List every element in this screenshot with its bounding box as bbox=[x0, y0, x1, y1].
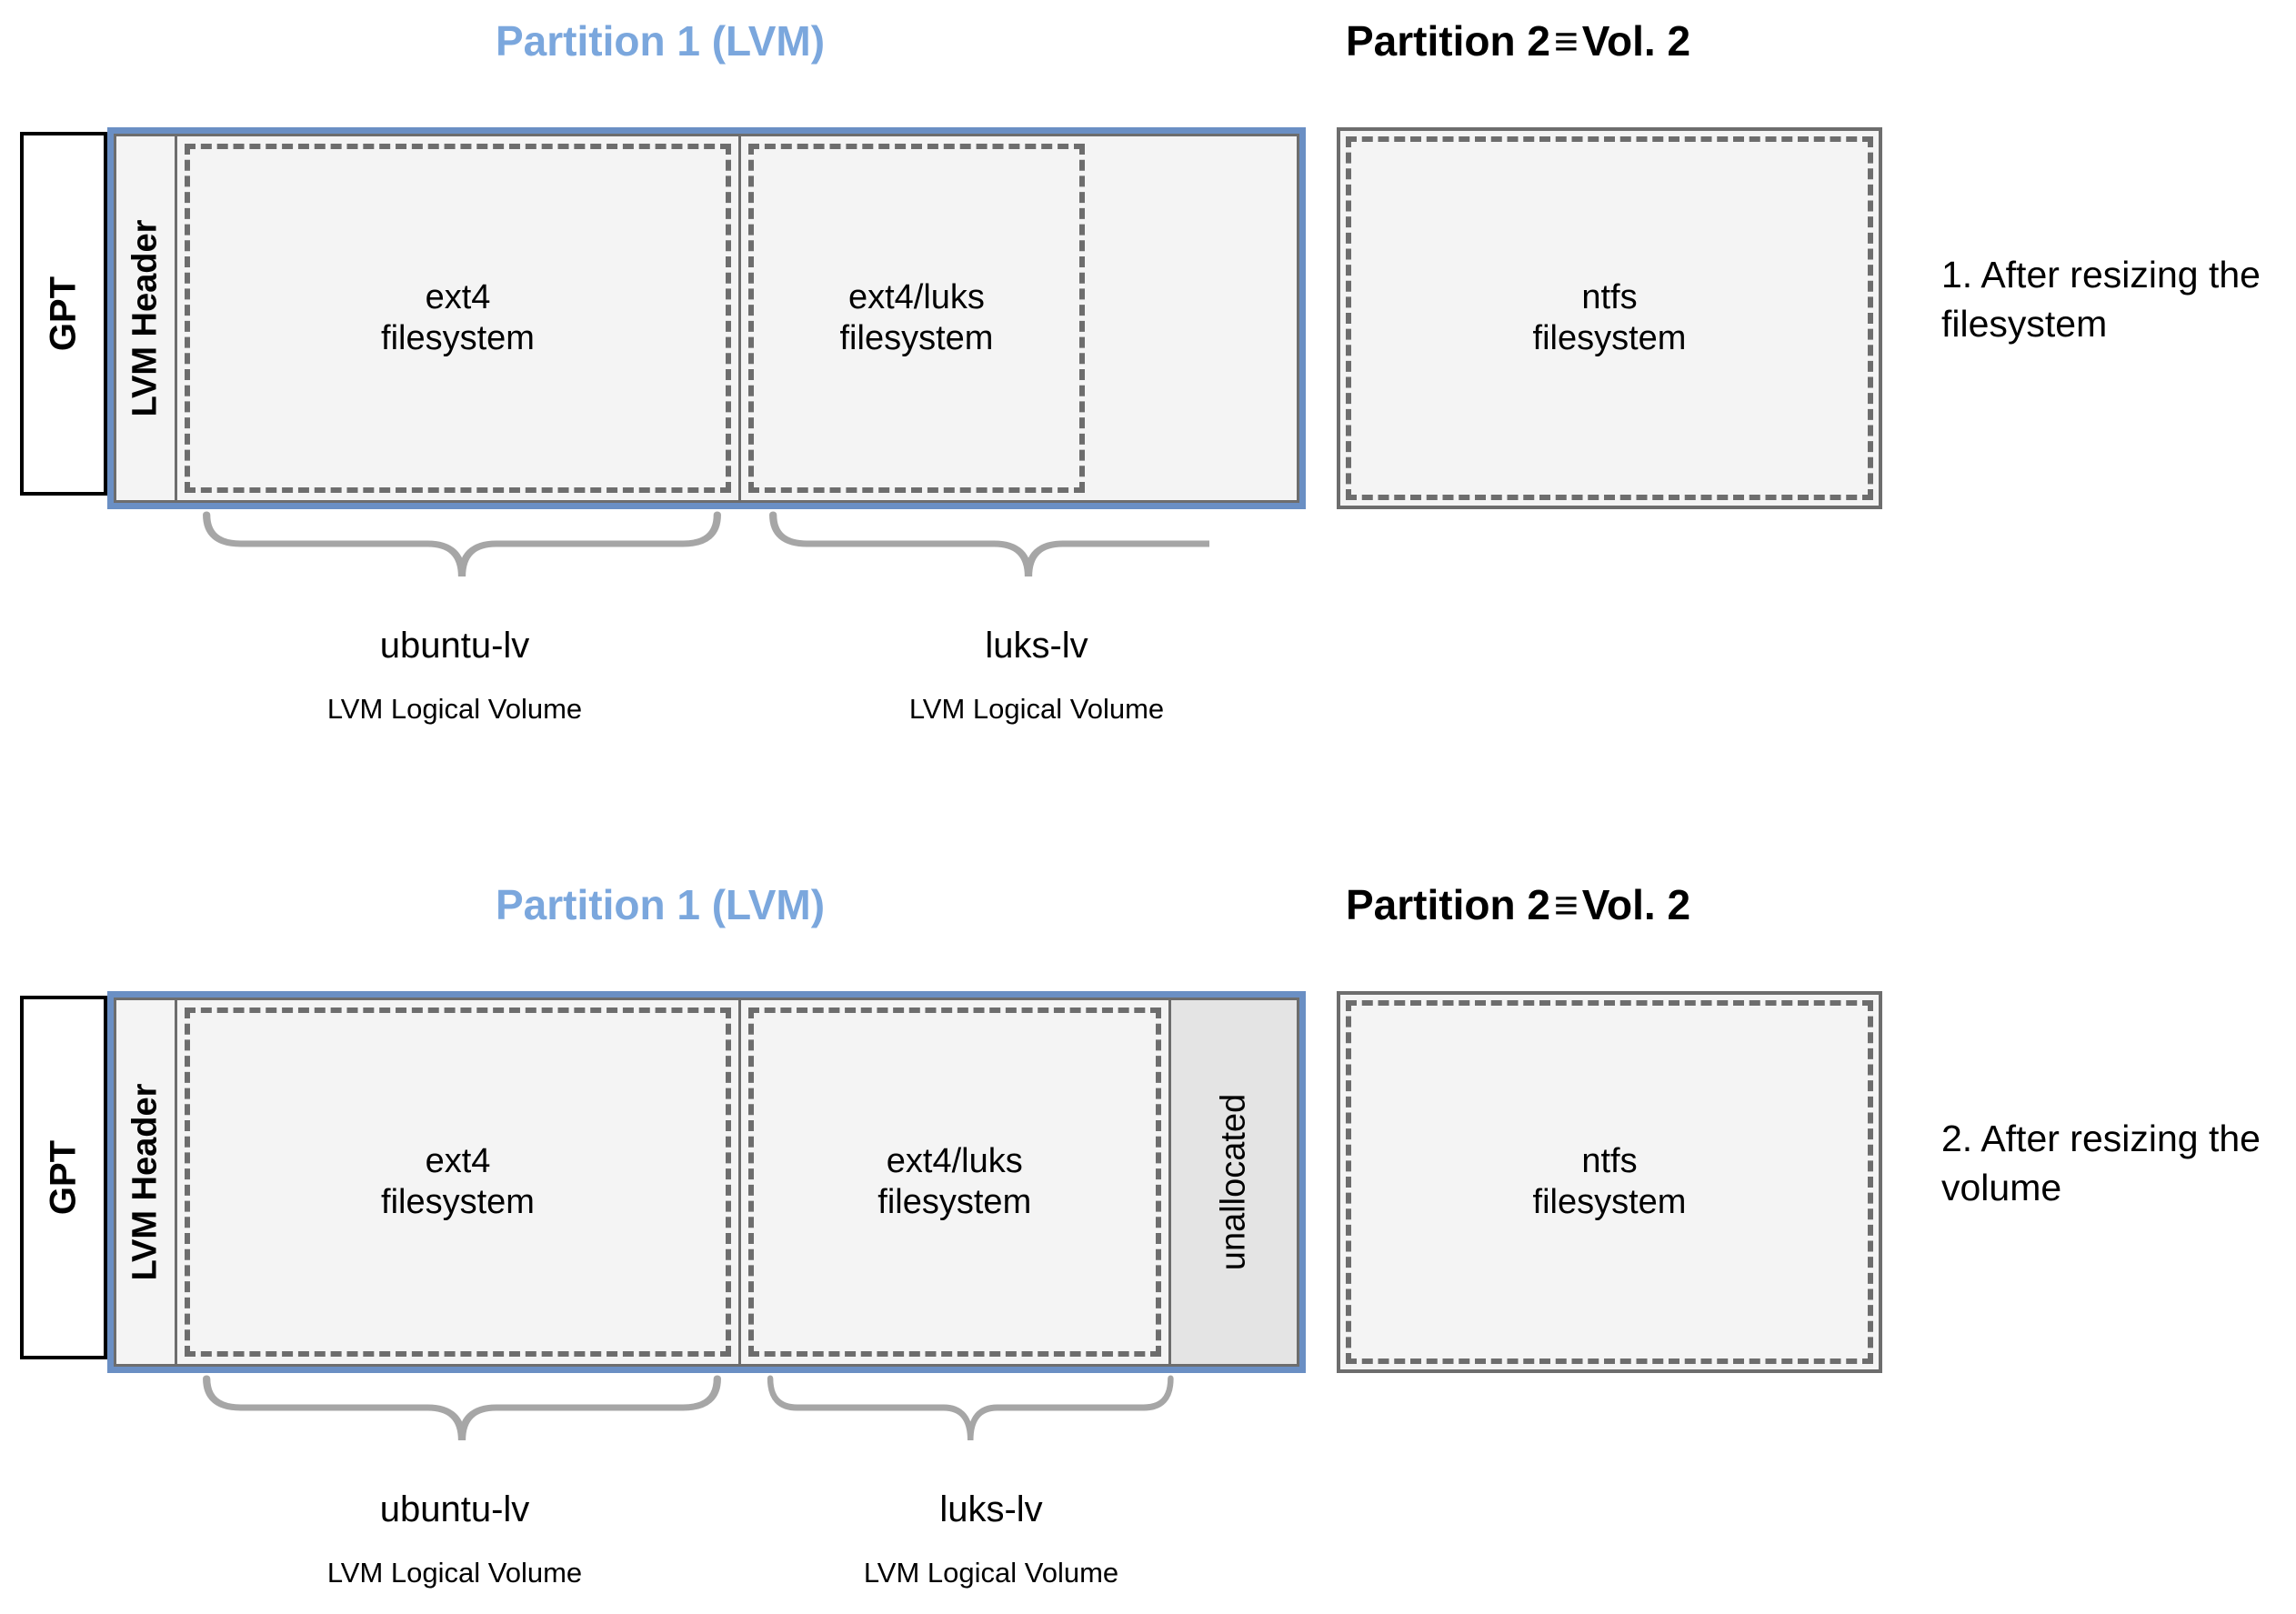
partition-2-title-left: Partition 2 bbox=[1346, 17, 1550, 65]
lv-name: luks-lv bbox=[985, 626, 1088, 666]
filesystem-label: ext4 filesystem bbox=[381, 278, 535, 357]
partition-1-lvm: LVM Header ext4 filesystem ext4/luks fil… bbox=[107, 991, 1306, 1373]
logical-volume-luks-lv: ext4/luks filesystem bbox=[737, 134, 1299, 503]
brace-luks-lv-icon bbox=[767, 1375, 1174, 1441]
partition-1-title: Partition 1 (LVM) bbox=[496, 880, 825, 929]
partition-1-title-text: Partition 1 (LVM) bbox=[496, 17, 826, 65]
gpt-label: GPT bbox=[43, 276, 84, 352]
filesystem-label: ext4 filesystem bbox=[381, 1142, 535, 1221]
filesystem-label: ext4/luks filesystem bbox=[839, 278, 994, 357]
filesystem-label: ntfs filesystem bbox=[1532, 1142, 1687, 1221]
filesystem-label: ext4/luks filesystem bbox=[877, 1142, 1032, 1221]
brace-luks-lv-icon bbox=[769, 511, 1288, 577]
diagram-stage-2: Partition 1 (LVM) Partition 2≡Vol. 2 GPT… bbox=[0, 864, 2296, 1614]
identical-to-icon: ≡ bbox=[1553, 17, 1579, 65]
diagram-stage-1: Partition 1 (LVM) Partition 2≡Vol. 2 GPT… bbox=[0, 16, 2261, 723]
lvm-header-block: LVM Header bbox=[114, 134, 177, 503]
partition-2-title-right: Vol. 2 bbox=[1581, 881, 1691, 928]
filesystem-label: ntfs filesystem bbox=[1532, 278, 1687, 357]
lv-subtitle: LVM Logical Volume bbox=[326, 1557, 583, 1589]
partition-1-title-text: Partition 1 (LVM) bbox=[496, 881, 826, 928]
lv-caption-luks-lv: luks-lv LVM Logical Volume bbox=[764, 627, 1309, 723]
lv-subtitle: LVM Logical Volume bbox=[863, 1557, 1119, 1589]
lv-caption-ubuntu-lv: ubuntu-lv LVM Logical Volume bbox=[182, 1491, 727, 1587]
partition-2-title-right: Vol. 2 bbox=[1581, 17, 1691, 65]
partition-1-lvm: LVM Header ext4 filesystem ext4/luks fil… bbox=[107, 127, 1306, 509]
logical-volume-ubuntu-lv: ext4 filesystem bbox=[175, 134, 741, 503]
gpt-box: GPT bbox=[20, 132, 107, 496]
partition-2-title: Partition 2≡Vol. 2 bbox=[1346, 880, 1690, 929]
lv-name: ubuntu-lv bbox=[379, 626, 530, 666]
lv-caption-luks-lv: luks-lv LVM Logical Volume bbox=[718, 1491, 1264, 1587]
partition-2-title-left: Partition 2 bbox=[1346, 881, 1550, 928]
lv-subtitle: LVM Logical Volume bbox=[908, 693, 1165, 725]
logical-volume-luks-lv: ext4/luks filesystem bbox=[737, 997, 1171, 1367]
logical-volume-ubuntu-lv: ext4 filesystem bbox=[175, 997, 741, 1367]
filesystem-ext4-luks: ext4/luks filesystem bbox=[747, 1007, 1161, 1357]
lv-subtitle: LVM Logical Volume bbox=[326, 693, 583, 725]
filesystem-ntfs: ntfs filesystem bbox=[1346, 1000, 1873, 1364]
lv-braces bbox=[0, 1373, 1209, 1459]
lv-name: luks-lv bbox=[939, 1489, 1043, 1529]
gpt-box: GPT bbox=[20, 996, 107, 1359]
brace-ubuntu-lv-icon bbox=[203, 1375, 721, 1441]
brace-ubuntu-lv-icon bbox=[203, 511, 721, 577]
filesystem-ntfs: ntfs filesystem bbox=[1346, 136, 1873, 500]
identical-to-icon: ≡ bbox=[1553, 881, 1579, 928]
lvm-header-label: LVM Header bbox=[125, 1083, 165, 1281]
partition-2-ntfs: ntfs filesystem bbox=[1337, 127, 1882, 509]
stage-note-2: 2. After resizing the volume bbox=[1941, 1118, 2261, 1209]
filesystem-ext4-luks: ext4/luks filesystem bbox=[747, 144, 1085, 493]
brace-group-icon bbox=[203, 511, 1288, 577]
partition-1-title: Partition 1 (LVM) bbox=[496, 16, 825, 65]
stage-note-1: 1. After resizing the filesystem bbox=[1941, 254, 2261, 346]
unallocated-block: unallocated bbox=[1168, 997, 1299, 1367]
filesystem-ext4: ext4 filesystem bbox=[185, 1007, 731, 1357]
partition-2-title: Partition 2≡Vol. 2 bbox=[1346, 16, 1690, 65]
lv-name: ubuntu-lv bbox=[379, 1489, 530, 1529]
lv-caption-ubuntu-lv: ubuntu-lv LVM Logical Volume bbox=[182, 627, 727, 723]
filesystem-ext4: ext4 filesystem bbox=[185, 144, 731, 493]
partition-2-ntfs: ntfs filesystem bbox=[1337, 991, 1882, 1373]
unallocated-label: unallocated bbox=[1214, 1093, 1253, 1271]
lv-braces bbox=[0, 509, 1288, 596]
lvm-header-block: LVM Header bbox=[114, 997, 177, 1367]
lvm-header-label: LVM Header bbox=[125, 219, 165, 417]
brace-group-icon bbox=[203, 1375, 1174, 1441]
gpt-label: GPT bbox=[43, 1139, 84, 1216]
